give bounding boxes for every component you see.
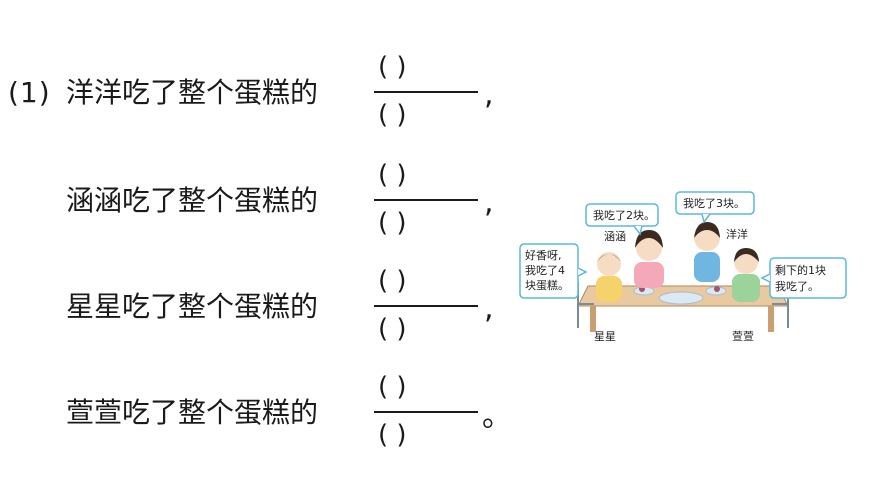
numerator-blank[interactable]: ( ) (378, 52, 407, 82)
numerator-blank[interactable]: ( ) (378, 372, 407, 402)
child-xingxing (596, 252, 622, 302)
line-xingxing-text: 星星吃了整个蛋糕的 (66, 290, 319, 323)
bubble-text-xingxing-2: 我吃了4 (525, 264, 565, 277)
speech-bubble-xingxing: 好香呀, 我吃了4 块蛋糕。 (519, 243, 588, 299)
denominator-blank[interactable]: ( ) (378, 208, 407, 238)
numerator-blank[interactable]: ( ) (378, 266, 407, 296)
line-xuanxuan-text: 萱萱吃了整个蛋糕的 (66, 396, 319, 429)
speech-bubble-hanhan: 我吃了2块。 (585, 203, 659, 236)
plate (658, 291, 704, 305)
bubble-text-yangyang: 我吃了3块。 (683, 197, 745, 210)
speech-bubble-xuanxuan: 剩下的1块 我吃了。 (760, 257, 847, 299)
comma: , (484, 185, 494, 220)
fraction-blank-xuanxuan: ( ) ( ) (372, 372, 480, 452)
fraction-bar (374, 91, 478, 93)
name-label-yangyang: 洋洋 (726, 227, 748, 241)
bubble-text-xuanxuan-2: 我吃了。 (775, 280, 819, 293)
speech-bubble-yangyang: 我吃了3块。 (675, 191, 755, 224)
denominator-blank[interactable]: ( ) (378, 420, 407, 450)
fraction-blank-xingxing: ( ) ( ) (372, 266, 480, 346)
child-xuanxuan (732, 248, 760, 302)
denominator-blank[interactable]: ( ) (378, 314, 407, 344)
fraction-blank-yangyang: ( ) ( ) (372, 52, 480, 132)
fraction-bar (374, 305, 478, 307)
line-yangyang-text: 洋洋吃了整个蛋糕的 (66, 76, 319, 109)
name-label-hanhan: 涵涵 (604, 229, 626, 243)
name-label-xuanxuan: 萱萱 (732, 330, 754, 343)
fraction-bar (374, 199, 478, 201)
comma: , (484, 77, 494, 112)
numerator-blank[interactable]: ( ) (378, 160, 407, 190)
bubble-text-xingxing-3: 块蛋糕。 (525, 278, 569, 292)
cake-sharing-illustration: 我吃了2块。 我吃了3块。 好香呀, 我吃了4 块蛋糕。 剩下的1块 我吃了。 … (519, 191, 847, 343)
fraction-blank-hanhan: ( ) ( ) (372, 160, 480, 240)
question-number: (1) (8, 76, 51, 109)
fraction-bar (374, 411, 478, 413)
name-label-xingxing: 星星 (594, 330, 616, 343)
denominator-blank[interactable]: ( ) (378, 100, 407, 130)
bubble-text-hanhan: 我吃了2块。 (593, 209, 655, 222)
bubble-text-xingxing-1: 好香呀, (525, 248, 562, 262)
comma: , (484, 291, 494, 326)
line-hanhan-text: 涵涵吃了整个蛋糕的 (66, 184, 319, 217)
bubble-text-xuanxuan-1: 剩下的1块 (775, 263, 826, 277)
period: 。 (482, 399, 512, 434)
child-yangyang (694, 222, 720, 282)
child-hanhan (634, 230, 664, 288)
